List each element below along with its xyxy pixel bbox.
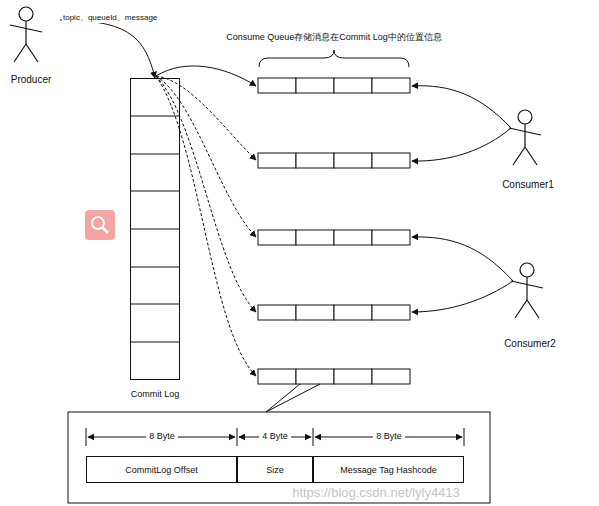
field-name: Message Tag Hashcode: [340, 465, 436, 475]
dimension-label: 8 Byte: [146, 432, 178, 442]
detail-frame: [68, 412, 490, 503]
connector: [60, 20, 155, 78]
stick-figure: [2, 2, 60, 66]
stick-figure: [495, 105, 561, 169]
field-cell: Size: [237, 456, 313, 483]
watermark: https://blog.csdn.net/lyly4413: [292, 486, 460, 500]
node-label: Consumer2: [504, 338, 556, 349]
field-cell: CommitLog Offset: [86, 456, 237, 483]
consume-arrow: [412, 86, 513, 312]
commit-log-cells: [130, 116, 180, 342]
dimension-label: 4 Byte: [259, 432, 291, 442]
stick-figure: [497, 258, 563, 322]
caption-note: Consume Queue存储消息在Commit Log中的位置信息: [226, 33, 442, 43]
leader-line: [266, 384, 320, 412]
node-label: Producer: [11, 74, 52, 85]
field-name: Size: [266, 465, 284, 475]
commit-log: Commit Log: [130, 78, 180, 380]
queue-pointer: [156, 66, 256, 376]
node-label: Consumer1: [502, 179, 554, 190]
field-cell: Message Tag Hashcode: [313, 456, 464, 483]
consume-queue: [258, 78, 410, 384]
consumer-figure: Consumer2: [497, 258, 563, 354]
dimension-line: [86, 428, 464, 446]
edge-label: topic、queueId、message: [62, 14, 158, 23]
magnifier-icon: [85, 210, 115, 240]
producer-figure: Producer: [2, 2, 60, 92]
dimension-label: 8 Byte: [373, 432, 405, 442]
bracket: [259, 50, 409, 67]
consumer-figure: Consumer1: [495, 105, 561, 195]
field-name: CommitLog Offset: [125, 465, 197, 475]
node-label: Commit Log: [131, 389, 180, 399]
